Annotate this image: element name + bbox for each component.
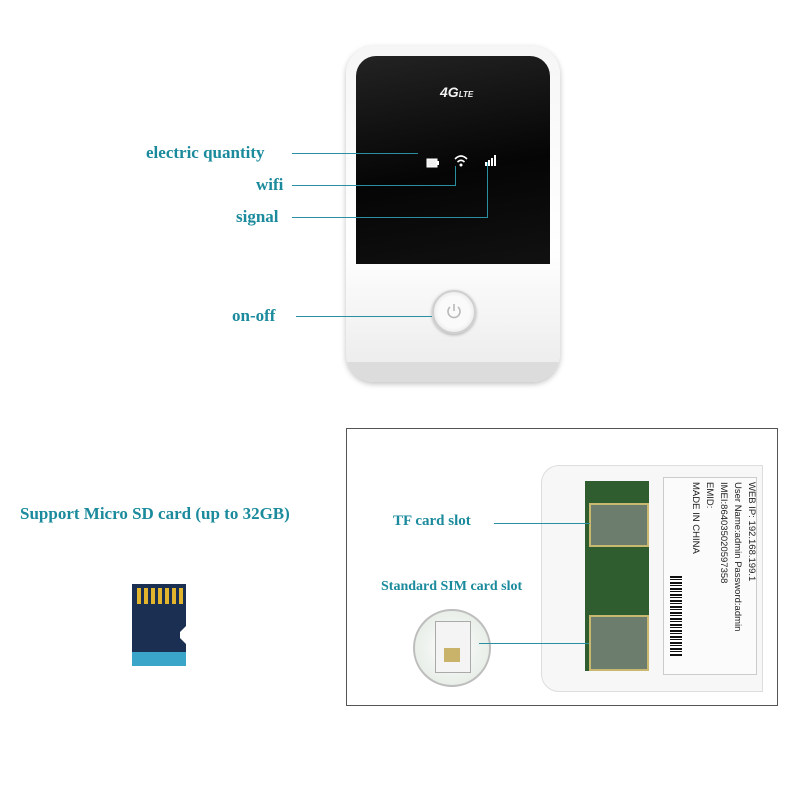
- sim-insert-zoom: [413, 609, 491, 687]
- sticker-web-ip: WEB IP: 192.168.199.1: [746, 482, 757, 582]
- slot-photo-frame: WEB IP: 192.168.199.1 User Name:admin Pa…: [346, 428, 778, 706]
- sticker-imei: IMEI:864035020597358: [718, 482, 729, 584]
- leader-line-tf: [494, 523, 590, 524]
- sticker-emid: EMID:: [704, 482, 715, 509]
- leader-line-signal-up: [487, 162, 488, 218]
- sim-card-slot[interactable]: [589, 615, 649, 671]
- callout-on-off: on-off: [232, 306, 276, 325]
- battery-icon: [426, 158, 439, 168]
- brand-logo: 4GLTE: [440, 84, 473, 100]
- micro-sd-card-icon: [132, 584, 186, 666]
- signal-icon: [485, 155, 496, 166]
- mifi-device-front: 4GLTE: [346, 46, 560, 382]
- callout-signal: signal: [236, 207, 279, 226]
- sd-support-heading: Support Micro SD card (up to 32GB): [20, 504, 290, 523]
- sticker-credentials: User Name:admin Password:admin: [732, 482, 743, 632]
- tf-card-slot[interactable]: [589, 503, 649, 547]
- sticker-text: WEB IP: 192.168.199.1 User Name:admin Pa…: [670, 482, 758, 672]
- leader-line-power: [296, 316, 432, 317]
- barcode: [670, 576, 682, 656]
- sticker-made-in: MADE IN CHINA: [690, 482, 701, 554]
- leader-line-sim: [479, 643, 589, 644]
- sim-card-slot-label: Standard SIM card slot: [381, 579, 523, 594]
- leader-line-signal: [292, 217, 487, 218]
- device-bottom-edge: [346, 362, 560, 382]
- leader-line-battery: [292, 153, 418, 154]
- wifi-icon: [454, 155, 468, 167]
- sim-chip: [444, 648, 460, 662]
- device-screen: 4GLTE: [356, 56, 550, 264]
- info-sticker: WEB IP: 192.168.199.1 User Name:admin Pa…: [663, 477, 757, 675]
- brand-main: 4G: [440, 84, 459, 100]
- brand-sub: LTE: [458, 90, 474, 99]
- tf-card-slot-label: TF card slot: [393, 513, 471, 529]
- sim-card-illustration: [435, 621, 471, 673]
- leader-line-wifi-up: [455, 166, 456, 186]
- callout-electric-quantity: electric quantity: [146, 143, 265, 162]
- power-icon: [447, 304, 461, 319]
- leader-line-wifi: [292, 185, 455, 186]
- callout-wifi: wifi: [256, 175, 284, 194]
- device-back-open: WEB IP: 192.168.199.1 User Name:admin Pa…: [541, 465, 763, 692]
- power-button[interactable]: [432, 290, 476, 334]
